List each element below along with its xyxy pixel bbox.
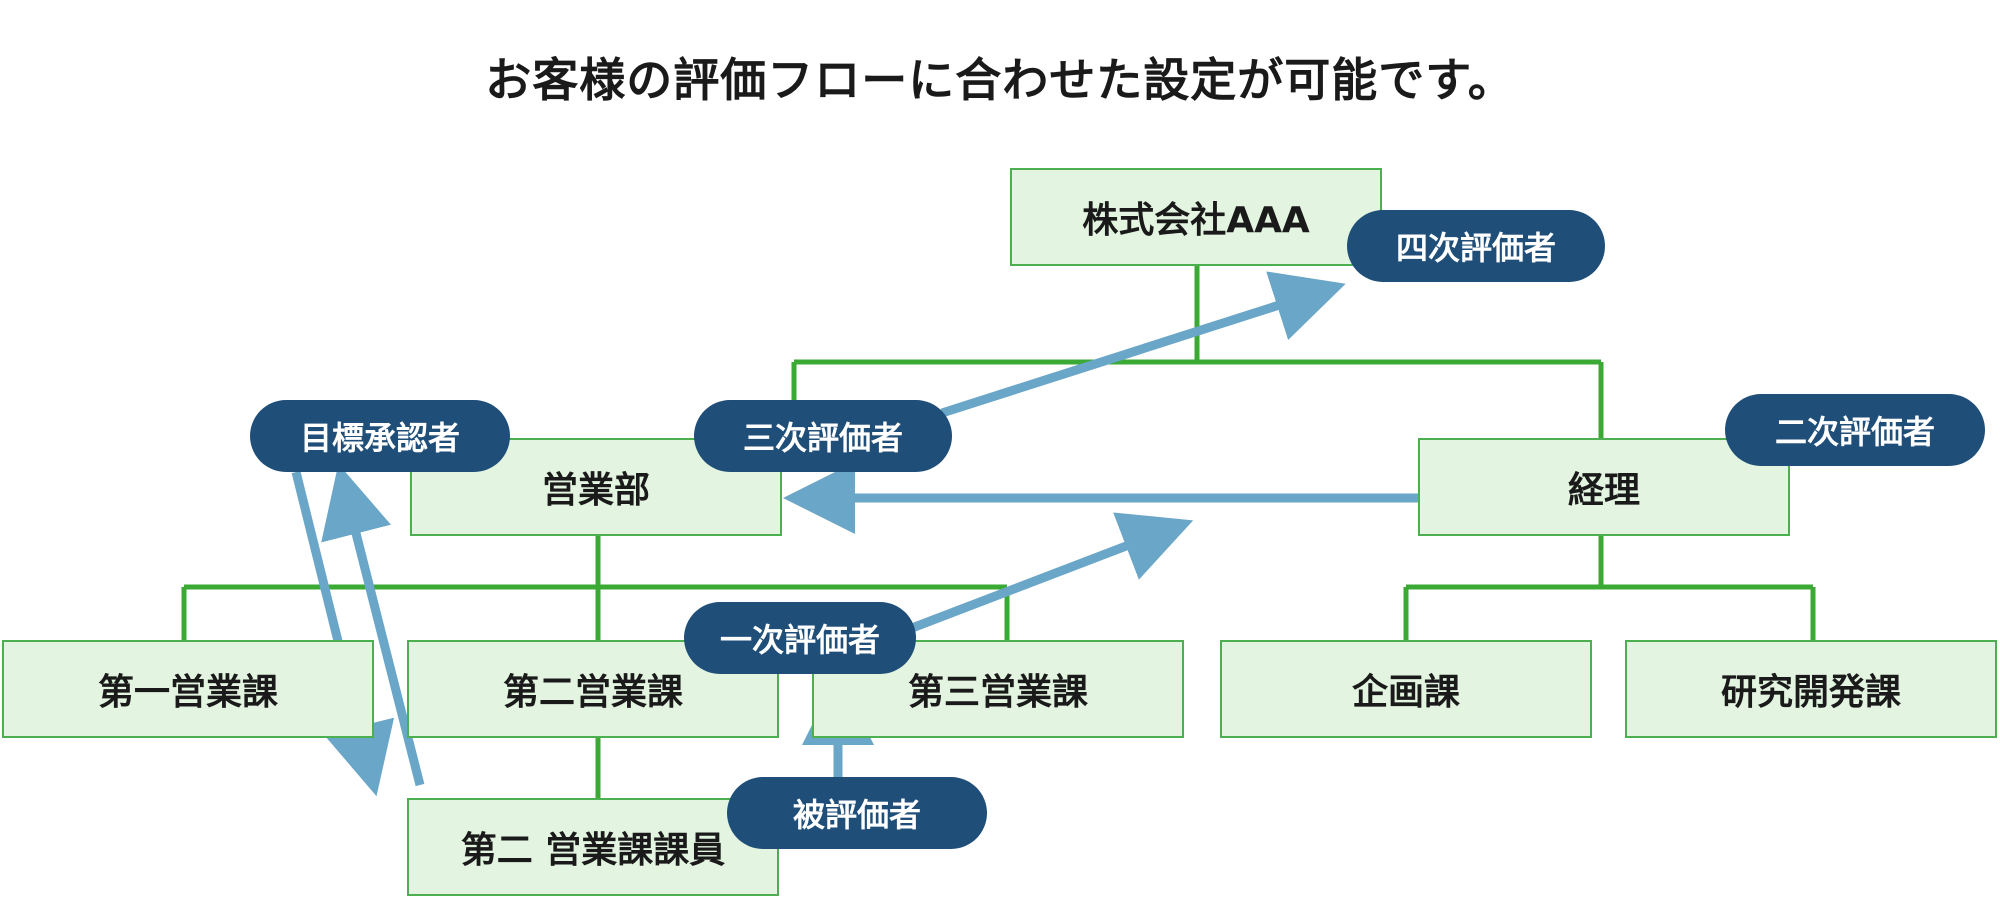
node-sales3: 第三営業課 <box>812 640 1184 738</box>
node-planning: 企画課 <box>1220 640 1592 738</box>
arrow-member-to-approver <box>321 463 425 787</box>
node-rnd: 研究開発課 <box>1625 640 1997 738</box>
page-title: お客様の評価フローに合わせた設定が可能です。 <box>485 53 1515 107</box>
role-first-evaluator: 一次評価者 <box>684 602 916 674</box>
node-sales1: 第一営業課 <box>2 640 374 738</box>
node-company: 株式会社AAA <box>1010 168 1382 266</box>
role-fourth-evaluator: 四次評価者 <box>1347 210 1605 282</box>
role-evaluatee: 被評価者 <box>727 777 987 849</box>
node-accounting: 経理 <box>1418 438 1790 536</box>
arrow-first-to-second <box>910 512 1194 633</box>
role-goal-approver: 目標承認者 <box>250 400 510 472</box>
role-third-evaluator: 三次評価者 <box>694 400 952 472</box>
arrow-third-to-fourth <box>940 271 1346 418</box>
node-sales2-member: 第二 営業課課員 <box>407 798 779 896</box>
role-second-evaluator: 二次評価者 <box>1725 394 1985 466</box>
